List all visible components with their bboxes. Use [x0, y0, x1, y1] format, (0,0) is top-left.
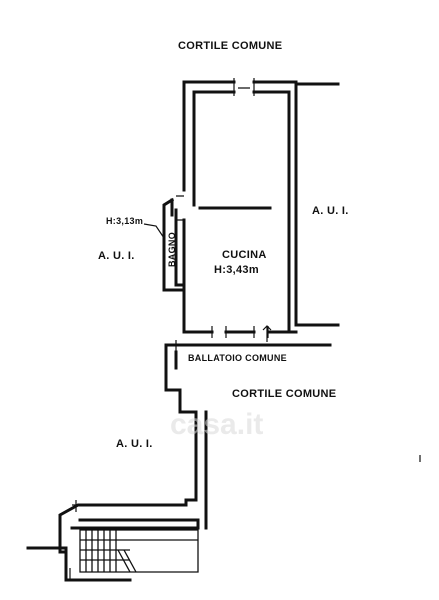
label-bagno-height: H:3,13m [106, 216, 144, 226]
section-tick-2 [72, 500, 80, 512]
stair-lines [80, 530, 198, 572]
bottom-wall [26, 546, 132, 582]
label-aui-left: A. U. I. [98, 250, 135, 262]
door-arrow [262, 325, 272, 342]
stair-outline [79, 529, 199, 573]
label-leader [143, 223, 165, 239]
bathroom-door [176, 195, 184, 221]
label-cortile-comune-top: CORTILE COMUNE [178, 40, 283, 52]
label-ballatoio-comune: BALLATOIO COMUNE [188, 353, 287, 363]
stair-diagonal [117, 549, 137, 573]
label-aui-bottom: A. U. I. [116, 438, 153, 450]
ballatoio-rail [164, 343, 332, 392]
bathroom-walls [162, 197, 186, 292]
label-bagno: BAGNO [167, 232, 177, 267]
label-cucina-height: H:3,43m [214, 264, 259, 276]
label-aui-right: A. U. I. [312, 205, 349, 217]
walls [26, 80, 340, 582]
lower-inner-wall [70, 518, 200, 530]
fixtures [69, 78, 421, 580]
window-top [233, 78, 255, 96]
door-ticks-bottom [211, 326, 269, 338]
label-cortile-comune-mid: CORTILE COMUNE [232, 388, 337, 400]
stair-hatch [79, 529, 199, 573]
watermark-logo: casa.it [170, 408, 264, 441]
right-neighbour-wall [294, 80, 340, 327]
label-cucina: CUCINA [222, 249, 267, 261]
lower-corridor-walls [58, 388, 198, 554]
